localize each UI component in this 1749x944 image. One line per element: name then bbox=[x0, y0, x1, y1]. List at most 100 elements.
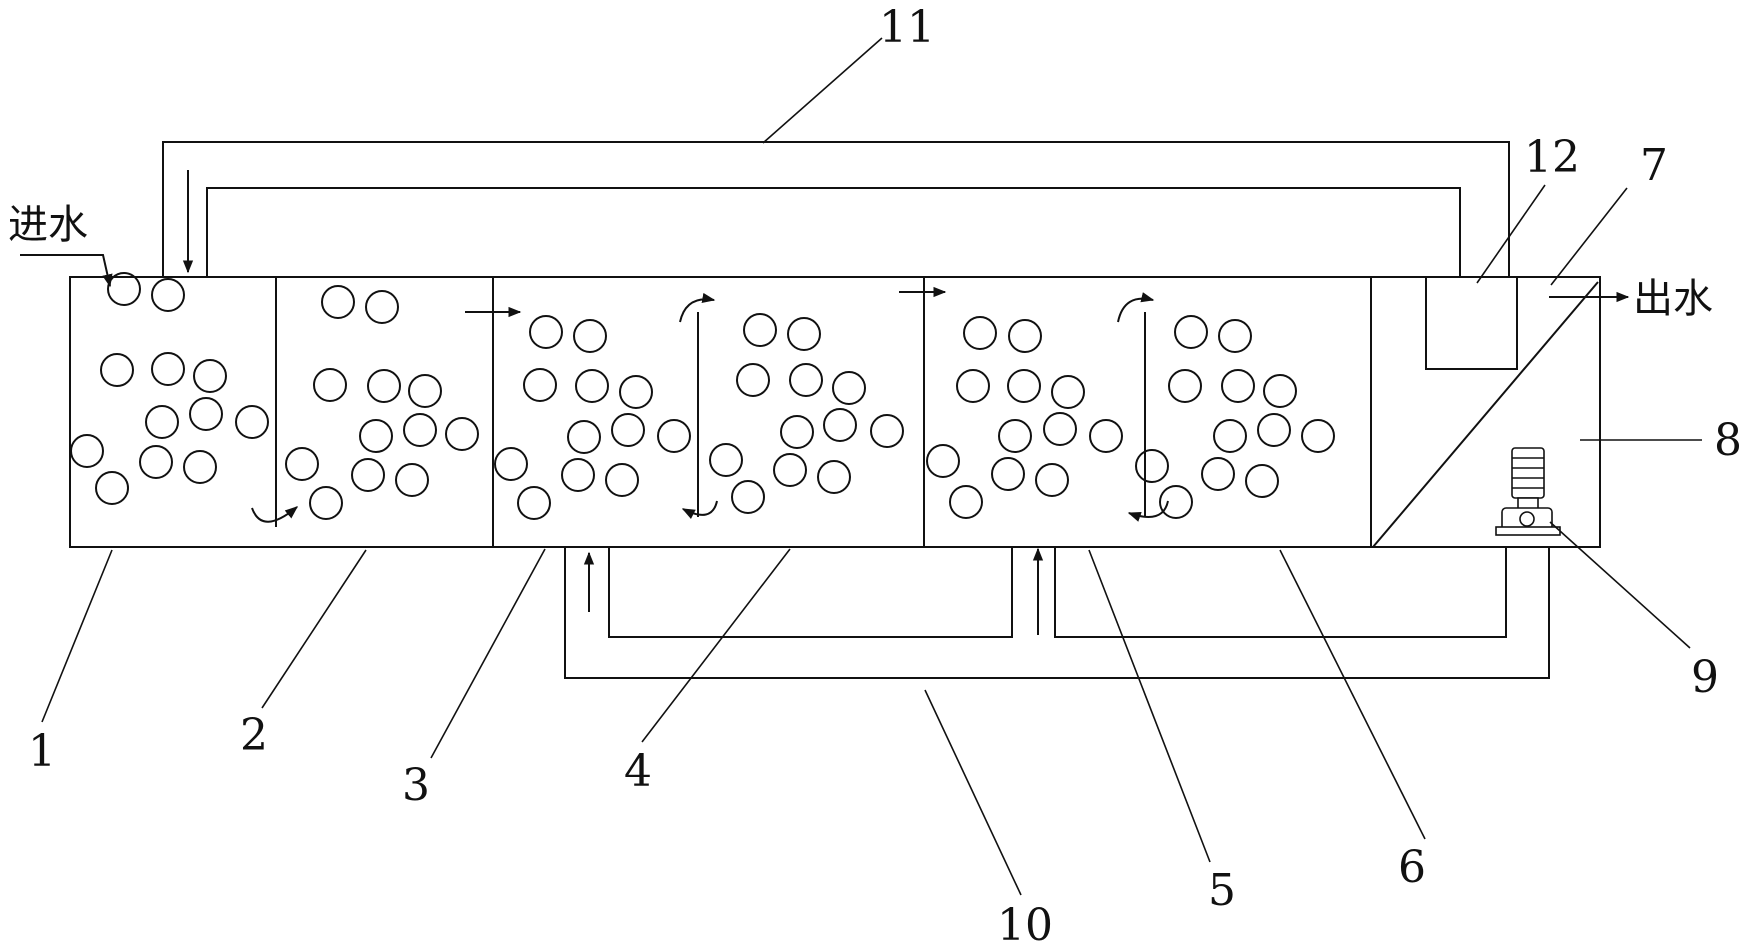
label-6: 6 bbox=[1398, 842, 1426, 893]
media-circle bbox=[780, 415, 814, 449]
label-11: 11 bbox=[879, 2, 935, 53]
media-circle bbox=[1168, 369, 1202, 403]
media-circle bbox=[743, 313, 777, 347]
label-3: 3 bbox=[402, 760, 430, 811]
media-circle bbox=[1135, 449, 1169, 483]
media-circle bbox=[351, 458, 385, 492]
label-4: 4 bbox=[624, 746, 652, 797]
media-circle bbox=[145, 405, 179, 439]
media-circle bbox=[926, 444, 960, 478]
media-circle bbox=[736, 363, 770, 397]
label-7: 7 bbox=[1640, 140, 1668, 191]
overflow-box bbox=[1425, 276, 1518, 370]
media-circle bbox=[1174, 315, 1208, 349]
media-circle bbox=[657, 419, 691, 453]
media-circle bbox=[309, 486, 343, 520]
label-8: 8 bbox=[1714, 415, 1742, 466]
inlet-arrow bbox=[20, 254, 113, 288]
pump-icon bbox=[1495, 447, 1561, 536]
media-circle bbox=[70, 434, 104, 468]
inlet-label: 进水 bbox=[8, 202, 88, 248]
bottom-return-pipe bbox=[564, 547, 1550, 679]
media-circle bbox=[1218, 319, 1252, 353]
media-circle bbox=[823, 408, 857, 442]
curl-arrow-6-top bbox=[1117, 292, 1155, 323]
media-circle bbox=[1213, 419, 1247, 453]
media-circle bbox=[817, 460, 851, 494]
media-circle bbox=[561, 458, 595, 492]
media-circle bbox=[1257, 413, 1291, 447]
label-5: 5 bbox=[1208, 865, 1236, 916]
media-circle bbox=[575, 369, 609, 403]
media-circle bbox=[1245, 464, 1279, 498]
media-circle bbox=[235, 405, 269, 439]
media-circle bbox=[1043, 412, 1077, 446]
media-circle bbox=[773, 453, 807, 487]
media-circle bbox=[193, 359, 227, 393]
media-circle bbox=[619, 375, 653, 409]
media-circle bbox=[494, 447, 528, 481]
media-circle bbox=[529, 315, 563, 349]
media-circle bbox=[998, 419, 1032, 453]
media-circle bbox=[285, 447, 319, 481]
media-circle bbox=[787, 317, 821, 351]
media-circle bbox=[367, 369, 401, 403]
media-circle bbox=[832, 371, 866, 405]
label-9: 9 bbox=[1691, 652, 1719, 703]
media-circle bbox=[1301, 419, 1335, 453]
inclined-plate bbox=[1372, 281, 1599, 548]
media-circle bbox=[1051, 375, 1085, 409]
media-circle bbox=[956, 369, 990, 403]
media-circle bbox=[1035, 463, 1069, 497]
curl-arrow-6-bottom bbox=[1127, 500, 1169, 522]
media-circle bbox=[870, 414, 904, 448]
curl-arrow-4-top bbox=[679, 292, 716, 323]
media-circle bbox=[1008, 319, 1042, 353]
label-1: 1 bbox=[28, 726, 56, 777]
media-circle bbox=[189, 397, 223, 431]
media-circle bbox=[523, 368, 557, 402]
media-circle bbox=[359, 419, 393, 453]
media-circle bbox=[573, 319, 607, 353]
media-circle bbox=[313, 368, 347, 402]
outlet-label: 出水 bbox=[1633, 276, 1713, 322]
media-circle bbox=[1007, 369, 1041, 403]
tank bbox=[69, 276, 1601, 548]
media-circle bbox=[611, 413, 645, 447]
curl-arrow-2 bbox=[251, 506, 299, 523]
media-circle bbox=[100, 353, 134, 387]
label-12: 12 bbox=[1524, 132, 1580, 183]
label-10: 10 bbox=[997, 900, 1053, 944]
media-circle bbox=[365, 290, 399, 324]
media-circle bbox=[517, 486, 551, 520]
media-circle bbox=[321, 285, 355, 319]
media-circle bbox=[605, 463, 639, 497]
media-circle bbox=[1221, 369, 1255, 403]
top-return-pipe bbox=[162, 141, 1510, 277]
media-circle bbox=[949, 485, 983, 519]
flow-arrows bbox=[20, 170, 1630, 635]
media-circle bbox=[1159, 485, 1193, 519]
media-circle bbox=[731, 480, 765, 514]
media-circle bbox=[403, 413, 437, 447]
media-circle bbox=[139, 445, 173, 479]
media-circle bbox=[963, 316, 997, 350]
media-circle bbox=[709, 443, 743, 477]
media-circle bbox=[151, 352, 185, 386]
media-circle bbox=[95, 471, 129, 505]
media-circle bbox=[567, 420, 601, 454]
media-circle bbox=[107, 272, 141, 306]
media-circle bbox=[395, 463, 429, 497]
media-circle bbox=[445, 417, 479, 451]
label-2: 2 bbox=[240, 710, 268, 761]
media-circle bbox=[408, 374, 442, 408]
media-circle bbox=[1201, 457, 1235, 491]
media-circles bbox=[70, 272, 1335, 520]
media-circle bbox=[151, 278, 185, 312]
leader-lines bbox=[41, 37, 1702, 896]
curl-arrow-4-bottom bbox=[681, 500, 718, 519]
media-circle bbox=[1089, 419, 1123, 453]
tank-outline bbox=[69, 276, 1601, 548]
media-circle bbox=[789, 363, 823, 397]
